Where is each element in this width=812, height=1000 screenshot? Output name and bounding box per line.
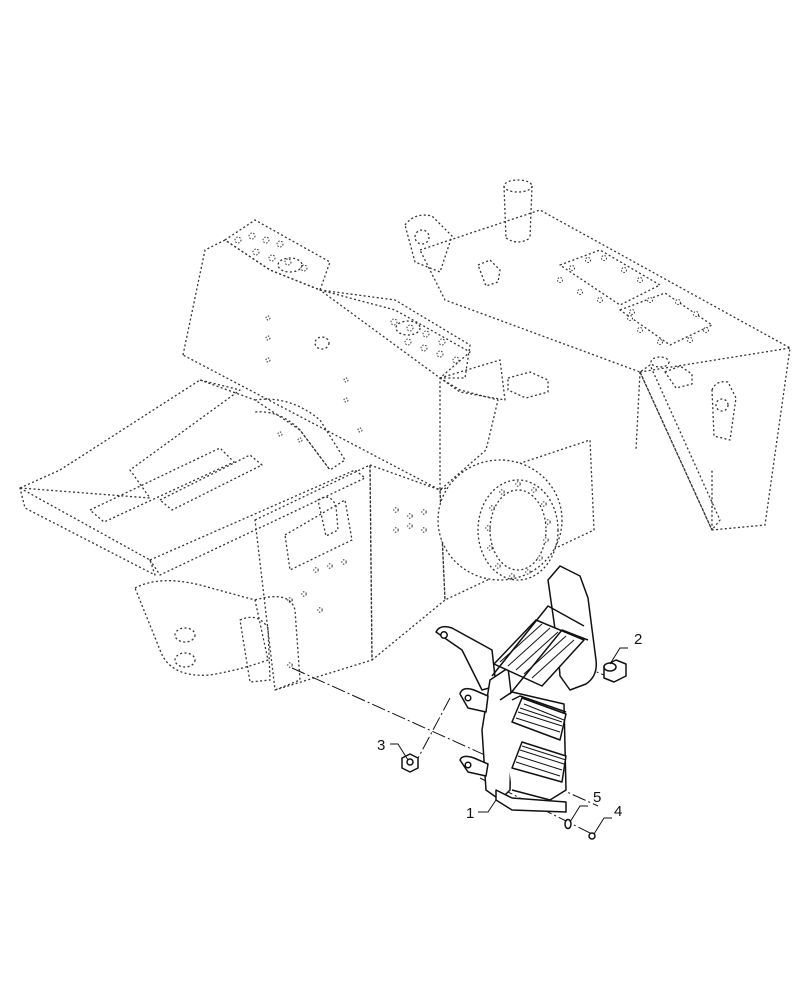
callout-2-label: 2 [634, 631, 642, 648]
hardware-item-5-washer [564, 818, 572, 830]
callout-1-label: 1 [466, 805, 474, 822]
lower-tread [511, 741, 567, 783]
step-ladder-assembly [435, 565, 598, 813]
slewing-bearing [437, 459, 563, 581]
callout-4-label: 4 [614, 803, 622, 820]
rear-tank-block [404, 179, 791, 531]
middle-tread [511, 697, 567, 741]
hardware-item-2-spacer [603, 659, 627, 683]
hardware-item-3-nut [401, 753, 419, 773]
machine-frame [19, 179, 791, 691]
callout-leaders [390, 647, 628, 835]
callout-5-label: 5 [593, 789, 601, 806]
callout-3-label: 3 [377, 737, 385, 754]
upper-main-beam [182, 219, 506, 491]
upper-tread [493, 619, 585, 687]
lower-chassis [19, 379, 595, 691]
hardware-item-4-bolt [588, 832, 596, 840]
